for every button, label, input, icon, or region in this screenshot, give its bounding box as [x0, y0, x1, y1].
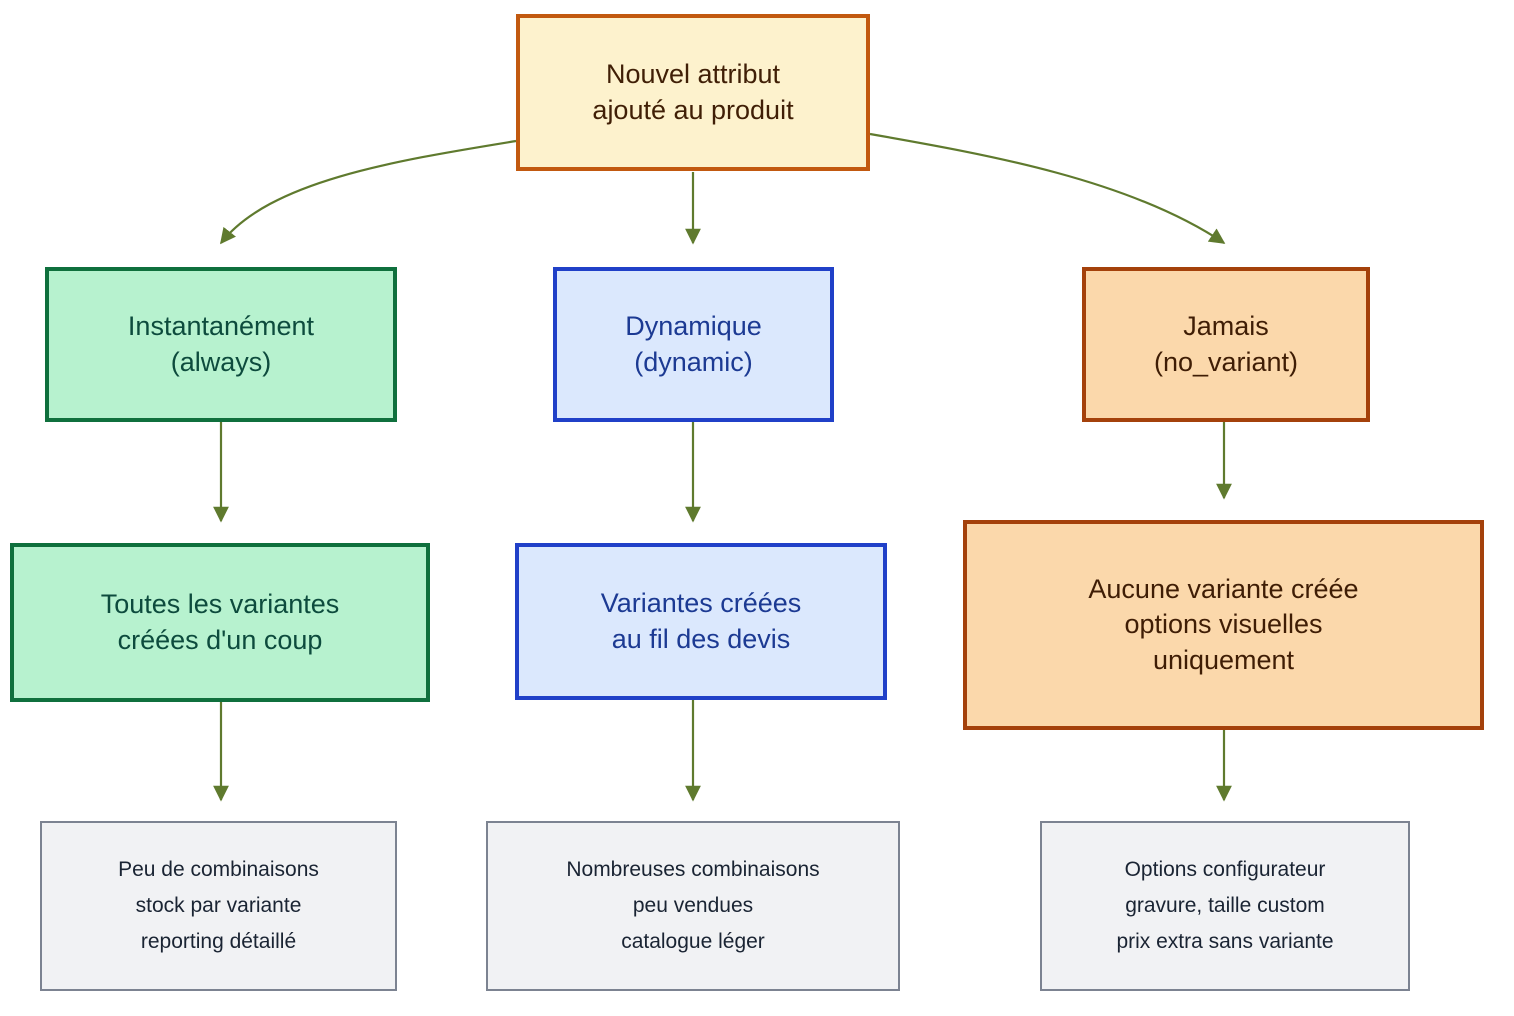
- node-no-variant[interactable]: Jamais (no_variant): [1082, 267, 1370, 422]
- node-always-result-line-1: Toutes les variantes: [100, 588, 340, 619]
- node-no-variant-line-2: (no_variant): [1153, 346, 1299, 377]
- node-always-line-1: Instantanément: [127, 310, 315, 341]
- node-dynamic-line-1: Dynamique: [625, 310, 762, 341]
- node-no-variant-usecase-line-3: prix extra sans variante: [1116, 930, 1334, 954]
- node-dynamic[interactable]: Dynamique (dynamic): [553, 267, 834, 422]
- node-dynamic-line-2: (dynamic): [634, 346, 753, 377]
- node-no-variant-usecase-line-2: gravure, taille custom: [1125, 893, 1325, 917]
- node-no-variant-usecase[interactable]: Options configurateur gravure, taille cu…: [1040, 821, 1410, 991]
- node-no-variant-result-line-1: Aucune variante créée: [1088, 573, 1359, 604]
- node-always-result-line-2: créées d'un coup: [117, 624, 323, 655]
- node-always-usecase-line-3: reporting détaillé: [140, 930, 297, 954]
- node-always-usecase[interactable]: Peu de combinaisons stock par variante r…: [40, 821, 397, 991]
- node-no-variant-line-1: Jamais: [1183, 310, 1269, 341]
- edge-root-to-always: [220, 139, 517, 245]
- node-dynamic-result[interactable]: Variantes créées au fil des devis: [515, 543, 887, 700]
- node-root[interactable]: Nouvel attribut ajouté au produit: [516, 14, 870, 171]
- node-always-line-2: (always): [170, 346, 272, 377]
- node-dynamic-result-line-1: Variantes créées: [600, 587, 802, 618]
- node-always-usecase-line-2: stock par variante: [135, 893, 302, 917]
- node-no-variant-result-line-2: options visuelles: [1124, 609, 1323, 640]
- node-always-result[interactable]: Toutes les variantes créées d'un coup: [10, 543, 430, 702]
- node-dynamic-usecase[interactable]: Nombreuses combinaisons peu vendues cata…: [486, 821, 900, 991]
- node-always[interactable]: Instantanément (always): [45, 267, 397, 422]
- node-dynamic-usecase-line-2: peu vendues: [632, 893, 754, 917]
- node-no-variant-usecase-line-1: Options configurateur: [1124, 857, 1326, 881]
- node-dynamic-usecase-line-3: catalogue léger: [621, 930, 765, 954]
- node-root-line-1: Nouvel attribut: [605, 58, 781, 89]
- edge-root-to-no-variant: [869, 132, 1226, 244]
- node-no-variant-result[interactable]: Aucune variante créée options visuelles …: [963, 520, 1484, 730]
- node-dynamic-usecase-line-1: Nombreuses combinaisons: [566, 857, 820, 881]
- node-always-usecase-line-1: Peu de combinaisons: [118, 857, 319, 881]
- node-no-variant-result-line-3: uniquement: [1152, 644, 1295, 675]
- node-dynamic-result-line-2: au fil des devis: [611, 623, 791, 654]
- node-root-line-2: ajouté au produit: [592, 94, 794, 125]
